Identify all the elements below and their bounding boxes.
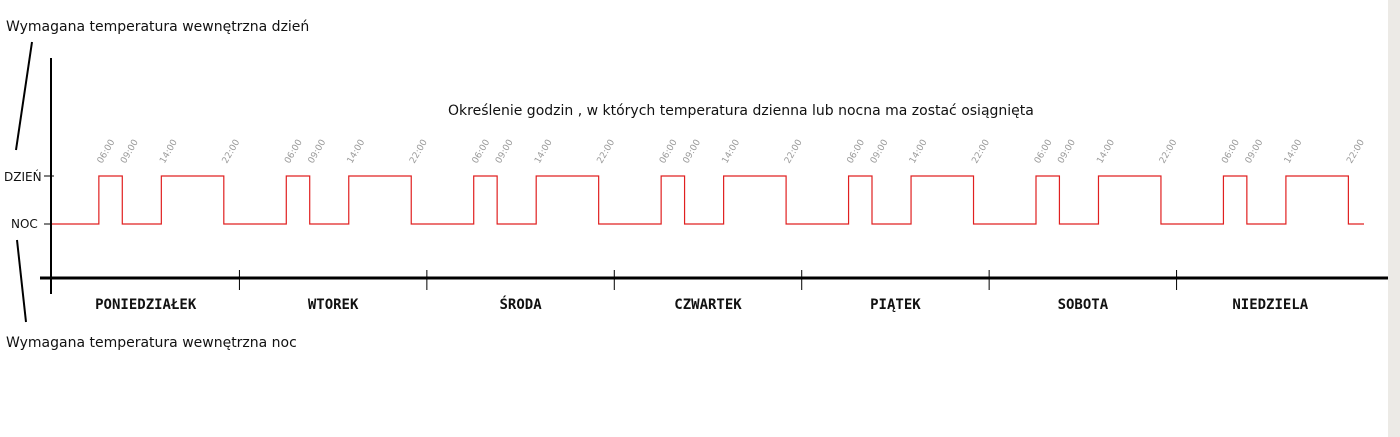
day-leader-line bbox=[15, 41, 33, 151]
time-label: 06:00 bbox=[658, 138, 680, 166]
time-label: 09:00 bbox=[682, 138, 704, 166]
day-target-label: Wymagana temperatura wewnętrzna dzień bbox=[6, 19, 309, 35]
time-label: 22:00 bbox=[1345, 138, 1367, 166]
level-label-night: NOC bbox=[11, 217, 38, 231]
day-label: PIĄTEK bbox=[870, 297, 921, 313]
time-label: 09:00 bbox=[1244, 138, 1266, 166]
time-label: 09:00 bbox=[119, 138, 141, 166]
time-label: 22:00 bbox=[1158, 138, 1180, 166]
time-label: 06:00 bbox=[96, 138, 118, 166]
night-target-label: Wymagana temperatura wewnętrzna noc bbox=[6, 335, 297, 351]
time-label: 14:00 bbox=[158, 138, 180, 166]
time-label: 06:00 bbox=[471, 138, 493, 166]
time-label: 14:00 bbox=[533, 138, 555, 166]
day-label: SOBOTA bbox=[1058, 297, 1109, 313]
day-label: PONIEDZIAŁEK bbox=[95, 297, 197, 313]
time-label: 06:00 bbox=[283, 138, 305, 166]
time-label: 14:00 bbox=[1283, 138, 1305, 166]
time-label: 06:00 bbox=[846, 138, 868, 166]
level-label-day: DZIEŃ bbox=[4, 169, 42, 184]
day-label: ŚRODA bbox=[499, 295, 542, 313]
time-label: 22:00 bbox=[408, 138, 430, 166]
time-label: 14:00 bbox=[908, 138, 930, 166]
time-label: 06:00 bbox=[1220, 138, 1242, 166]
time-label: 22:00 bbox=[596, 138, 618, 166]
right-edge-strip bbox=[1388, 0, 1400, 437]
time-label: 09:00 bbox=[869, 138, 891, 166]
time-label: 14:00 bbox=[1095, 138, 1117, 166]
time-label: 22:00 bbox=[970, 138, 992, 166]
time-label: 22:00 bbox=[783, 138, 805, 166]
time-label: 06:00 bbox=[1033, 138, 1055, 166]
time-label: 09:00 bbox=[494, 138, 516, 166]
temperature-schedule-line bbox=[52, 175, 1364, 225]
night-leader-line bbox=[16, 239, 27, 323]
time-label: 14:00 bbox=[721, 138, 743, 166]
day-label: NIEDZIELA bbox=[1232, 297, 1308, 313]
time-label: 09:00 bbox=[307, 138, 329, 166]
day-label: WTOREK bbox=[308, 297, 359, 313]
time-label: 09:00 bbox=[1056, 138, 1078, 166]
day-label: CZWARTEK bbox=[674, 297, 742, 313]
heading: Określenie godzin , w których temperatur… bbox=[448, 103, 1034, 119]
time-label: 22:00 bbox=[221, 138, 243, 166]
time-label: 14:00 bbox=[346, 138, 368, 166]
